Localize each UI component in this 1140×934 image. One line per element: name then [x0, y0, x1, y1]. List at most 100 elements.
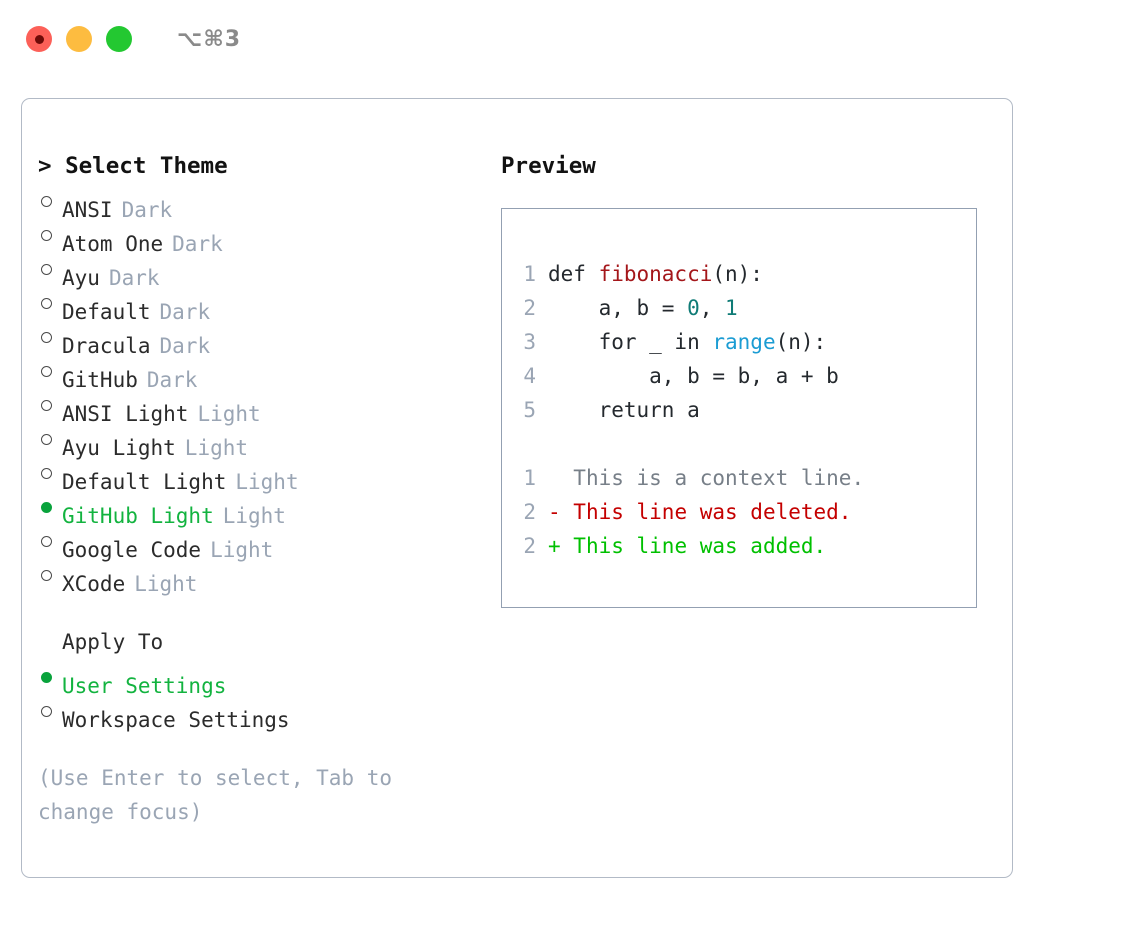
theme-option-tag: Light: [184, 436, 249, 460]
close-button[interactable]: [26, 26, 52, 52]
theme-option-label: ANSI Light: [62, 402, 189, 426]
theme-option-label: Ayu Light: [62, 436, 176, 460]
diff-line-del: 2- This line was deleted.: [502, 495, 976, 529]
line-number: 2: [523, 534, 536, 558]
code-token: 1: [725, 296, 738, 320]
code-token: fibonacci: [598, 262, 713, 286]
code-token: 0: [687, 296, 700, 320]
radio-unselected-icon: [38, 693, 62, 727]
diff-marker: [548, 461, 573, 495]
radio-selected-icon: [38, 659, 62, 693]
theme-option-tag: Dark: [108, 266, 160, 290]
diff-text: This line was deleted.: [573, 500, 852, 524]
radio-unselected-icon: [38, 353, 62, 387]
theme-option-label: XCode: [62, 572, 126, 596]
radio-unselected-icon: [38, 217, 62, 251]
theme-option-tag: Dark: [121, 198, 173, 222]
theme-option-ayu-light[interactable]: Ayu Light Light: [38, 421, 478, 460]
theme-option-xcode[interactable]: XCode Light: [38, 557, 478, 596]
diff-text: This is a context line.: [573, 466, 865, 490]
radio-unselected-icon: [38, 183, 62, 217]
theme-option-tag: Light: [134, 572, 198, 596]
radio-unselected-icon: [38, 319, 62, 353]
minimize-button[interactable]: [66, 26, 92, 52]
theme-option-ayu[interactable]: Ayu Dark: [38, 251, 478, 290]
radio-unselected-icon: [38, 421, 62, 455]
theme-option-label: Atom One: [62, 232, 164, 256]
shortcut-label: ⌥⌘3: [177, 26, 242, 52]
diff-line-add: 2 + This line was added.: [502, 529, 976, 563]
apply-to-option-workspace-settings[interactable]: Workspace Settings: [38, 693, 478, 732]
diff-line-ctx: 1 This is a context line.: [502, 461, 976, 495]
window-controls: [26, 26, 132, 52]
line-number: 1: [523, 466, 536, 490]
diff-marker: +: [548, 534, 574, 558]
theme-option-github[interactable]: GitHub Dark: [38, 353, 478, 392]
apply-to-option-label: Workspace Settings: [62, 708, 290, 732]
theme-option-tag: Dark: [172, 232, 223, 256]
theme-option-label: Ayu: [62, 266, 100, 290]
radio-unselected-icon: [38, 285, 62, 319]
radio-unselected-icon: [38, 523, 62, 557]
code-token: range: [712, 330, 776, 354]
theme-option-label: Dracula: [62, 334, 151, 358]
theme-option-label: Default Light: [62, 470, 227, 494]
preview-title: Preview: [501, 153, 596, 179]
theme-option-tag: Light: [235, 470, 299, 494]
theme-option-label: Default: [62, 300, 151, 324]
code-token: a, b =: [548, 296, 688, 320]
diff-marker: -: [548, 500, 574, 524]
theme-option-label: GitHub Light: [62, 504, 214, 528]
code-token: def: [548, 262, 599, 286]
diff-text: This line was added.: [573, 534, 827, 558]
theme-option-default-light[interactable]: Default Light Light: [38, 455, 478, 494]
theme-option-ansi-light[interactable]: ANSI Light Light: [38, 387, 478, 426]
theme-option-tag: Dark: [146, 368, 198, 392]
code-line: 4 a, b = b, a + b: [502, 359, 976, 393]
apply-to-option-user-settings[interactable]: User Settings: [38, 659, 478, 698]
code-line: 2 a, b = 0, 1: [502, 291, 976, 325]
titlebar: ⌥⌘3: [0, 0, 1140, 78]
page-title: > Select Theme: [38, 153, 228, 179]
theme-option-tag: Dark: [159, 300, 211, 324]
maximize-button[interactable]: [106, 26, 132, 52]
theme-option-tag: Light: [197, 402, 261, 426]
radio-unselected-icon: [38, 387, 62, 421]
line-number: 3: [523, 330, 536, 354]
theme-option-tag: Light: [210, 538, 274, 562]
radio-unselected-icon: [38, 557, 62, 591]
code-token: a, b = b, a + b: [548, 364, 839, 388]
code-token: ,: [699, 296, 726, 320]
theme-option-tag: Light: [222, 504, 286, 528]
theme-option-label: GitHub: [62, 368, 138, 392]
radio-unselected-icon: [38, 455, 62, 489]
theme-option-default[interactable]: Default Dark: [38, 285, 478, 324]
line-number: 4: [523, 364, 536, 388]
theme-option-dracula[interactable]: Dracula Dark: [38, 319, 478, 358]
code-token: (n):: [775, 330, 827, 354]
line-number: 1: [523, 262, 536, 286]
apply-to-option-label: User Settings: [62, 674, 227, 698]
diff-sample: 1 This is a context line.2- This line wa…: [502, 461, 976, 563]
keyboard-hint: (Use Enter to select, Tab to change focu…: [38, 766, 393, 824]
line-number: 2: [523, 500, 536, 524]
code-token: for _ in: [548, 330, 713, 354]
theme-option-tag: Dark: [159, 334, 211, 358]
radio-selected-icon: [38, 489, 62, 523]
radio-unselected-icon: [38, 251, 62, 285]
code-line: 3 for _ in range(n):: [502, 325, 976, 359]
theme-option-atom-one[interactable]: Atom One Dark: [38, 217, 478, 256]
theme-option-github-light[interactable]: GitHub Light Light: [38, 489, 478, 528]
apply-to-label: Apply To: [62, 630, 164, 654]
